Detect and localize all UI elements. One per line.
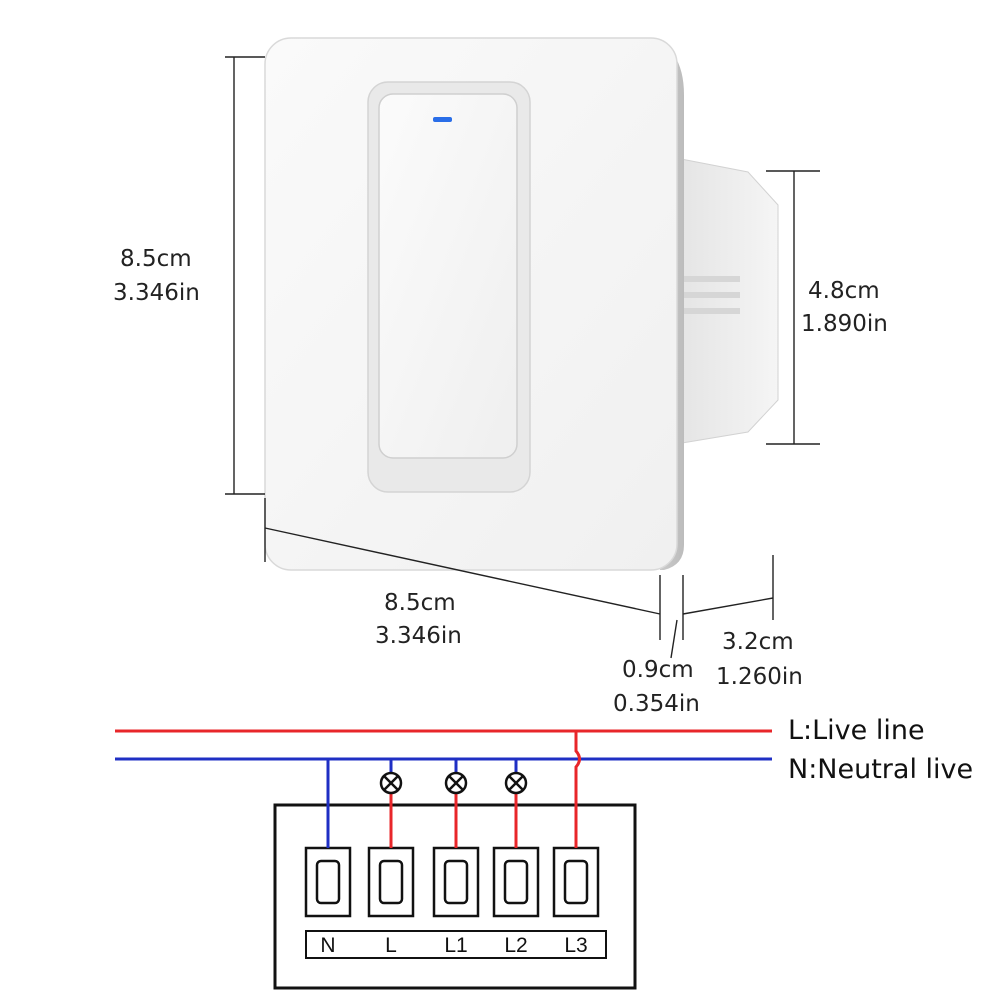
terminal-label-l3: L3 bbox=[564, 934, 587, 957]
width-cm-label: 8.5cm bbox=[384, 590, 456, 616]
total-depth-in-label: 1.260in bbox=[716, 664, 803, 690]
depth-slash bbox=[670, 619, 678, 659]
terminal-label-l1: L1 bbox=[444, 934, 467, 957]
lamp-icon bbox=[379, 771, 403, 795]
box-height-cm-label: 4.8cm bbox=[808, 278, 880, 304]
live-line-label: L:Live line bbox=[788, 715, 925, 746]
terminal-l1 bbox=[432, 846, 480, 918]
back-box bbox=[675, 157, 779, 445]
total-depth-cm-label: 3.2cm bbox=[722, 629, 794, 655]
box-rib bbox=[684, 276, 740, 282]
height-cm-label: 8.5cm bbox=[120, 246, 192, 272]
terminal-l3 bbox=[552, 846, 600, 918]
lamp-icon bbox=[504, 771, 528, 795]
height-in-label: 3.346in bbox=[113, 280, 200, 306]
wiring-diagram: N L L1 L2 L3 bbox=[115, 729, 772, 990]
terminal-l2 bbox=[492, 846, 540, 918]
terminal-screw bbox=[315, 859, 341, 905]
terminal-screw bbox=[443, 859, 469, 905]
lamp-icon bbox=[444, 771, 468, 795]
terminal-label-strip bbox=[305, 930, 607, 959]
width-in-label: 3.346in bbox=[375, 623, 462, 649]
box-rib bbox=[684, 308, 740, 314]
terminal-label-n: N bbox=[320, 934, 335, 957]
width-dimension-line bbox=[264, 527, 661, 615]
terminal-n bbox=[304, 846, 352, 918]
total-depth-dimension-line bbox=[682, 597, 774, 615]
terminal-l bbox=[367, 846, 415, 918]
indicator-light bbox=[433, 117, 452, 122]
push-button bbox=[378, 93, 518, 459]
terminal-screw bbox=[378, 859, 404, 905]
terminal-label-l: L bbox=[385, 934, 397, 957]
terminal-screw bbox=[563, 859, 589, 905]
terminal-screw bbox=[503, 859, 529, 905]
box-rib bbox=[684, 292, 740, 298]
neutral-line-label: N:Neutral live bbox=[788, 754, 973, 785]
terminal-label-l2: L2 bbox=[504, 934, 527, 957]
plate-depth-cm-label: 0.9cm bbox=[622, 657, 694, 683]
plate-depth-in-label: 0.354in bbox=[613, 691, 700, 717]
dimension-lines bbox=[225, 56, 820, 659]
box-height-in-label: 1.890in bbox=[801, 311, 888, 337]
wire-l3-live bbox=[574, 731, 581, 848]
switch-product bbox=[264, 37, 779, 571]
